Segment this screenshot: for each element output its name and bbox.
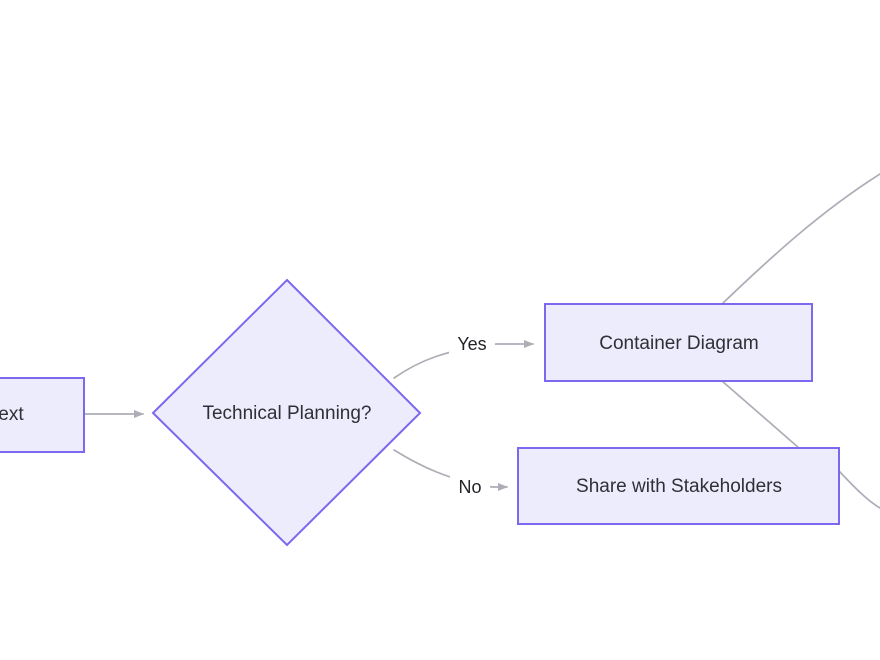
edge-label-yes-text: Yes — [457, 334, 486, 354]
node-system-context-label: ntext — [0, 404, 24, 425]
edge-label-no-bg — [450, 473, 490, 501]
node-share-with-stakeholders-shape[interactable] — [517, 447, 840, 525]
node-share-with-stakeholders[interactable]: Share with Stakeholders — [517, 447, 840, 525]
edge-layer — [83, 173, 880, 509]
node-system-context-shape[interactable] — [0, 377, 85, 453]
node-technical-planning-label: Technical Planning? — [202, 403, 371, 424]
node-container-diagram-shape[interactable] — [544, 303, 813, 382]
edge-label-yes-bg — [449, 330, 495, 358]
node-container-diagram-label: Container Diagram — [599, 333, 758, 354]
node-share-with-stakeholders-label: Share with Stakeholders — [576, 476, 782, 497]
node-layer: ntext Technical Planning? Container Diag… — [0, 278, 840, 547]
edge-container-to-offscreen-top-right — [721, 173, 880, 305]
edge-label-no-text: No — [458, 477, 481, 497]
edge-container-to-share — [721, 380, 800, 449]
edge-label-no: No — [450, 473, 490, 501]
edge-label-yes: Yes — [449, 330, 495, 358]
node-container-diagram[interactable]: Container Diagram — [544, 303, 813, 382]
edge-label-layer: Yes No — [449, 330, 495, 501]
node-technical-planning[interactable]: Technical Planning? — [151, 278, 422, 547]
edge-share-to-offscreen-bottom-right — [838, 470, 880, 509]
node-technical-planning-shape[interactable] — [151, 278, 422, 547]
node-system-context[interactable]: ntext — [0, 377, 85, 453]
